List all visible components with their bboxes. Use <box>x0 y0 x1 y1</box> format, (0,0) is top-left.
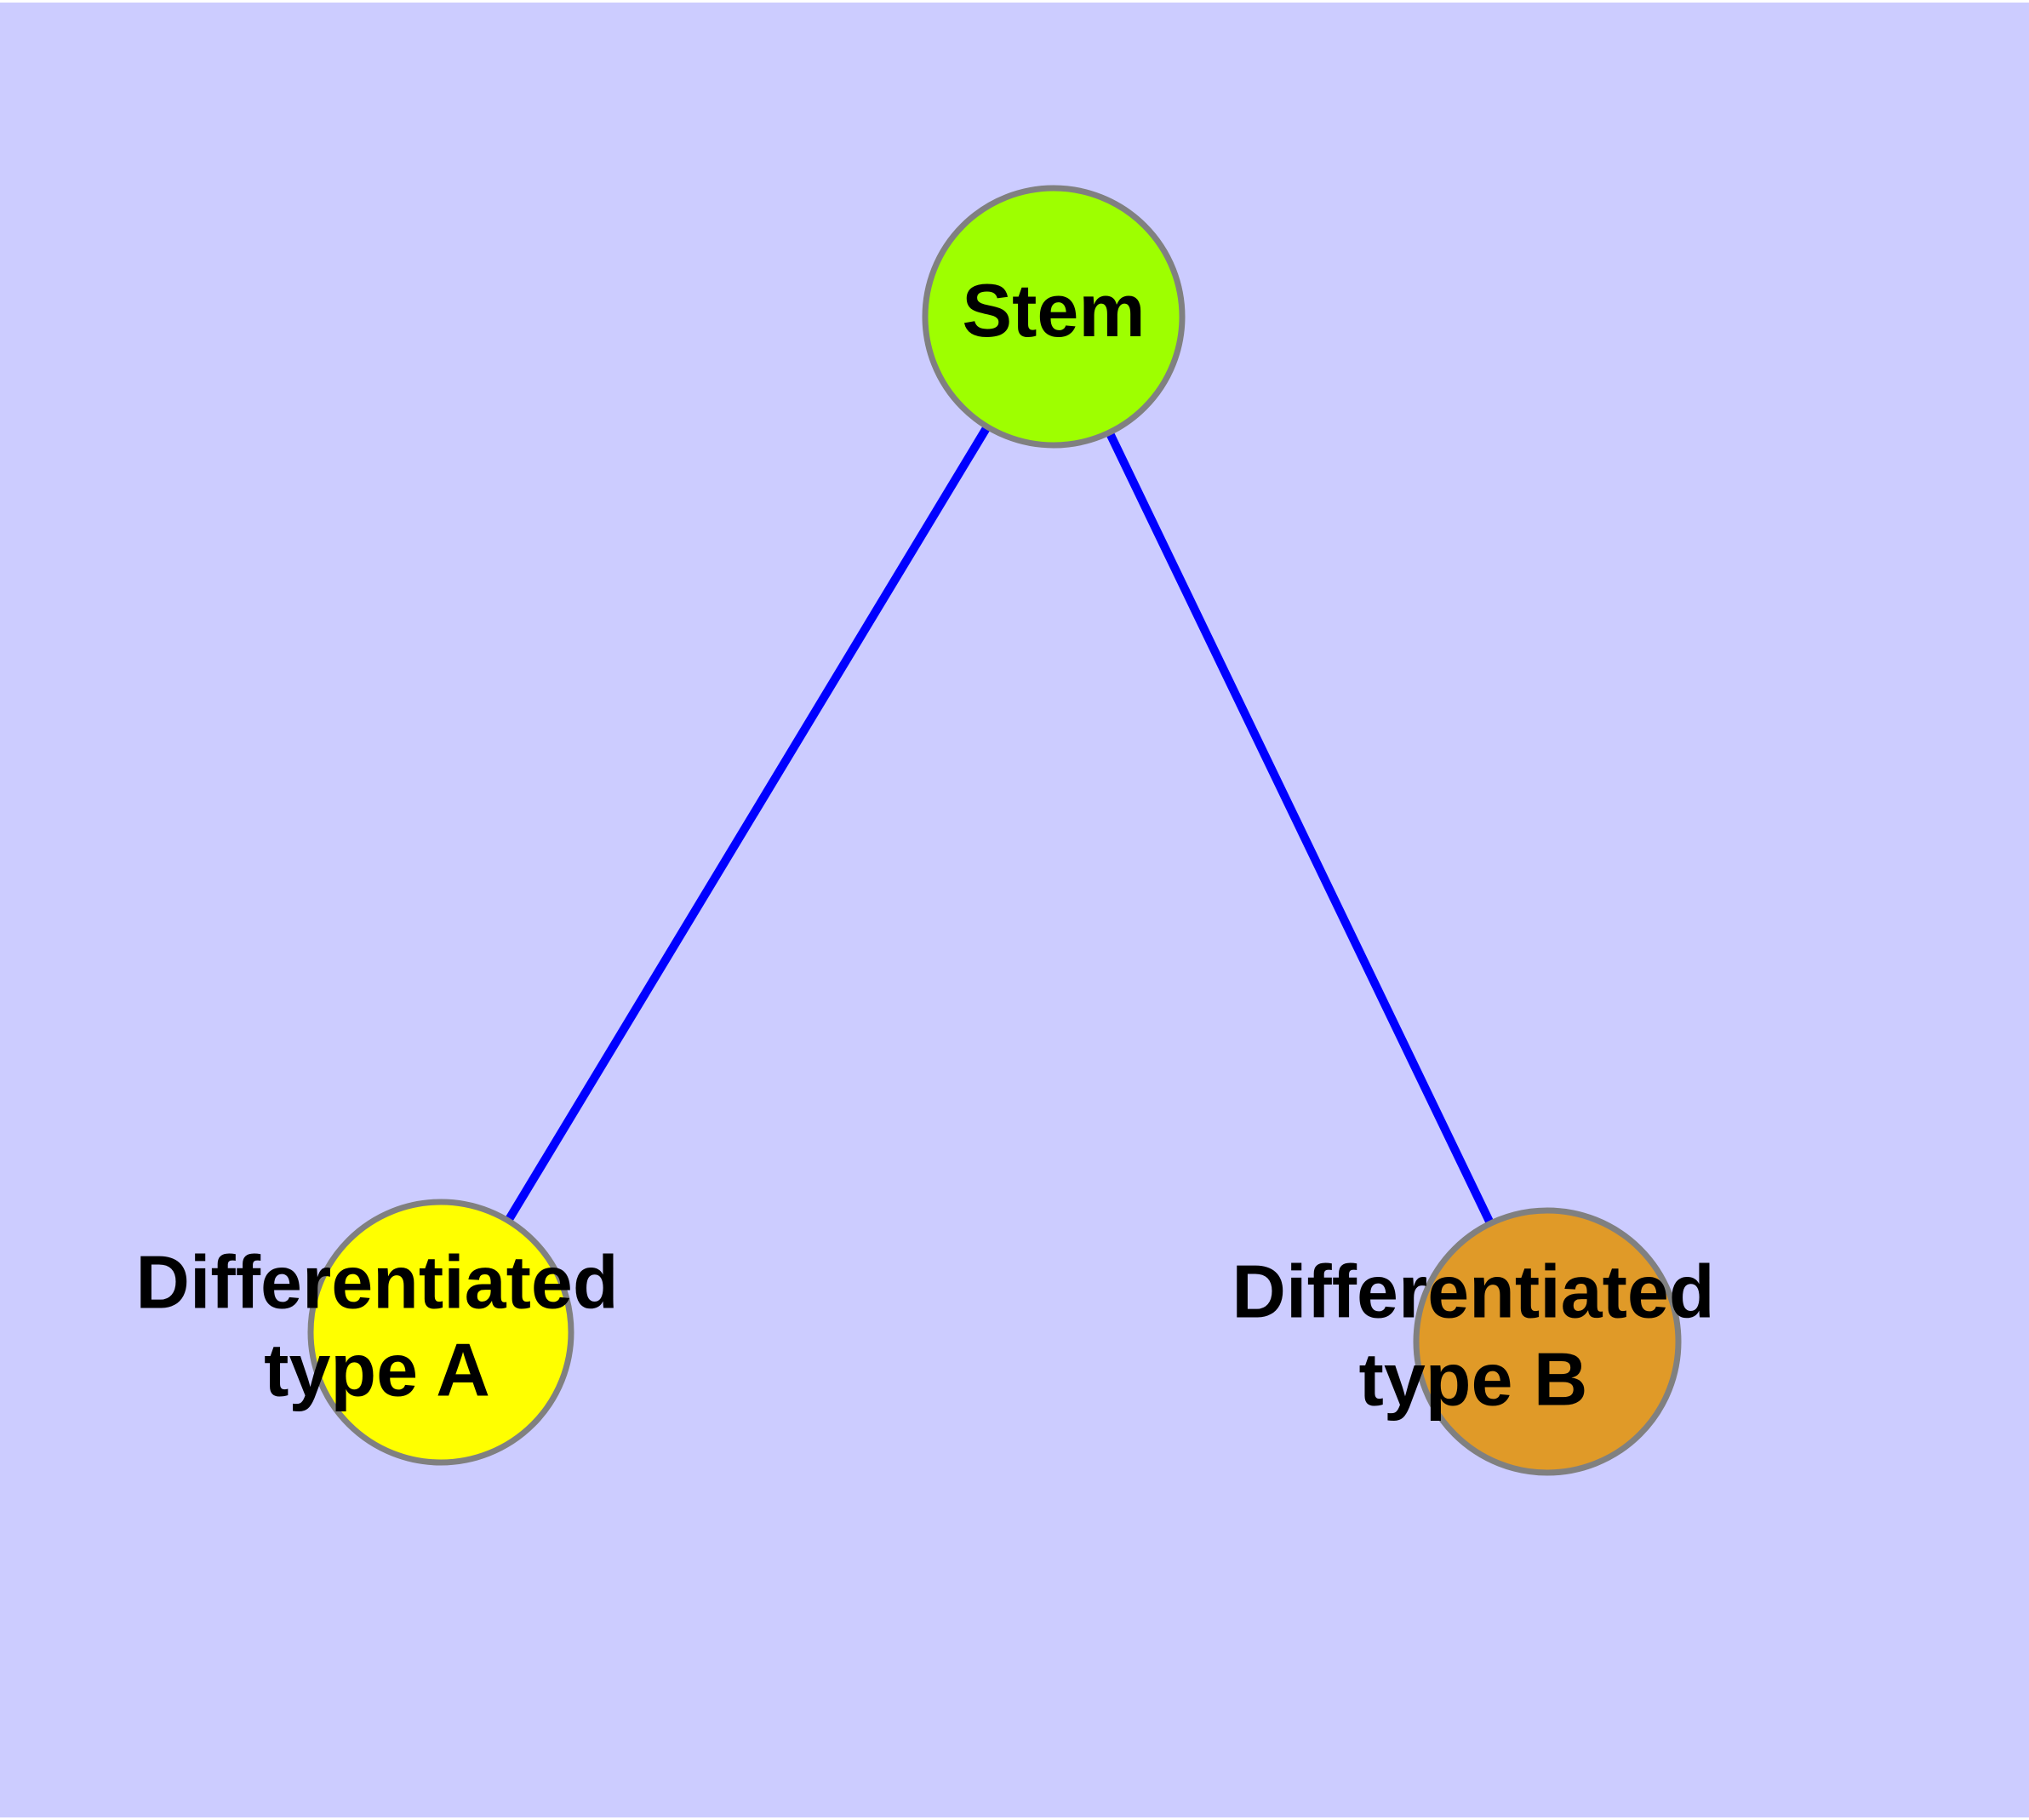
node-circle-diff_b[interactable] <box>1413 1207 1682 1476</box>
node-label-stem: Stem <box>962 268 1145 352</box>
node-label-line: Differentiated <box>135 1240 618 1325</box>
node-label-line: Differentiated <box>1232 1250 1714 1334</box>
edge-stem-diff_a[interactable] <box>437 314 1058 1335</box>
node-diff_a[interactable] <box>307 1199 574 1466</box>
edges-layer <box>437 314 1552 1344</box>
edge-stem-diff_b[interactable] <box>1049 314 1552 1344</box>
node-stem[interactable] <box>922 185 1186 449</box>
node-circle-stem[interactable] <box>922 185 1186 449</box>
node-label-line: type B <box>1359 1337 1588 1422</box>
node-label-line: type A <box>264 1328 490 1412</box>
node-circle-diff_a[interactable] <box>307 1199 574 1466</box>
node-diff_b[interactable] <box>1413 1207 1682 1476</box>
node-label-line: Stem <box>962 268 1145 352</box>
